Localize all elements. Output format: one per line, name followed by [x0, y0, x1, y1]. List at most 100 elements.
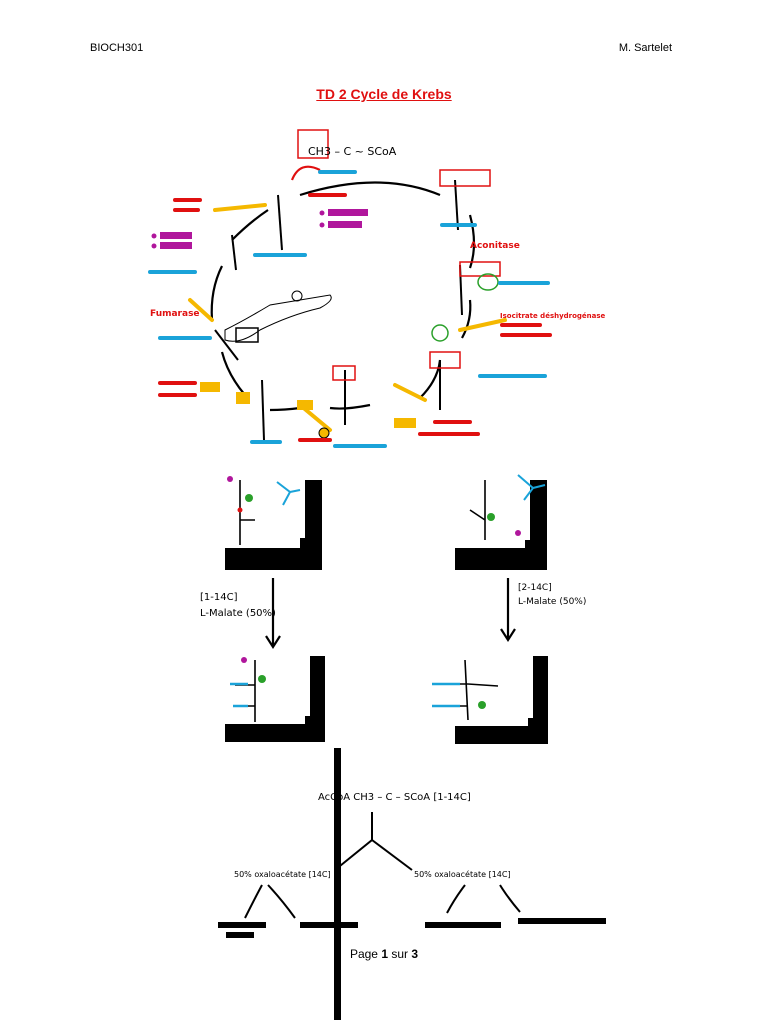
acetyl-box [297, 129, 329, 159]
footer-page-total: 3 [411, 947, 419, 961]
reaction-arrow [265, 578, 281, 650]
added-group-mark [432, 682, 460, 708]
stereo-panel-bottom-right [432, 656, 548, 744]
compound-skeleton [454, 179, 459, 231]
cycle-arrow [290, 165, 321, 181]
enzyme-fumarase: Fumarase [150, 309, 200, 319]
stereo-panel-bottom-left [225, 656, 325, 742]
enzyme-label-marks [158, 193, 552, 442]
header-course: BIOCH301 [90, 42, 144, 54]
branch-arrow [244, 884, 263, 919]
stereo-panel-top-left [225, 476, 322, 570]
scheme-leaf-labels [218, 918, 606, 938]
water-blue-mark [517, 474, 546, 501]
note-line [160, 232, 192, 239]
enzyme-pocket-shape [455, 656, 548, 744]
leaf-label [218, 922, 266, 928]
cycle-arrow [269, 406, 301, 412]
molecule-skeleton [235, 660, 256, 722]
compound-skeleton [231, 234, 237, 271]
cycle-arrow [220, 351, 246, 396]
scheme-left-branch: 50% oxaloacétate [14C] [234, 869, 331, 879]
branch-arrow [267, 884, 296, 919]
scheme-acetyl-coa: AcCoA CH3 – C – SCoA [1-14C] [318, 792, 471, 803]
cycle-arrow [210, 265, 223, 321]
branch-arrow [499, 884, 521, 913]
cofactor-box [200, 382, 220, 392]
left-reaction-label-1: [1-14C] [200, 592, 238, 603]
water-annotation [224, 294, 332, 342]
leaf-label [226, 932, 254, 938]
cofactor-box [297, 400, 313, 410]
cofactor-mark [188, 298, 214, 322]
scheme-arrows [244, 812, 521, 919]
highlight-box [429, 351, 461, 369]
atom-mark [258, 675, 266, 683]
acetyl-coa-label: CH3 – C ~ SCoA [308, 145, 397, 158]
atom-mark [487, 513, 495, 521]
side-notes [151, 209, 368, 249]
compound-name-marks [148, 170, 550, 448]
cofactor-mark [458, 318, 507, 332]
note-bullet [319, 222, 325, 228]
cofactor-mark [393, 383, 427, 402]
note-bullet [151, 233, 157, 239]
enzyme-aconitase: Aconitase [470, 241, 520, 251]
cofactor-dot [318, 427, 330, 439]
footer-page-number: 1 [381, 947, 388, 961]
cycle-arrow [329, 403, 371, 410]
reaction-arrow [500, 578, 516, 643]
right-reaction-label-2: L-Malate (50%) [518, 597, 586, 607]
cycle-highlights [235, 169, 501, 381]
atom-mark [245, 494, 253, 502]
header-author: M. Sartelet [618, 42, 672, 54]
note-line [328, 221, 362, 228]
compound-skeleton [214, 329, 239, 361]
leaf-label [425, 922, 501, 928]
branch-arrow [446, 884, 466, 914]
atom-mark [241, 657, 247, 663]
stereo-panel-top-right [455, 474, 547, 570]
added-group-mark [230, 682, 248, 708]
note-line [160, 242, 192, 249]
enzyme-pocket-shape [225, 656, 325, 742]
atom-mark [237, 507, 243, 513]
atom-mark [478, 701, 486, 709]
cofactor-box [394, 418, 416, 428]
molecule-skeleton [239, 480, 255, 545]
note-bullet [319, 210, 325, 216]
enzyme-isocitrate-dh: Isocitrate déshydrogénase [500, 312, 606, 320]
highlight-box [332, 365, 356, 381]
reaction-arrows [265, 578, 516, 650]
leaf-label [300, 922, 358, 928]
krebs-cycle-diagram [210, 165, 476, 412]
water-blue-mark [276, 481, 301, 506]
branch-line [371, 839, 413, 871]
atom-mark [515, 530, 521, 536]
highlight-circle [431, 324, 449, 342]
highlight-box [235, 327, 259, 343]
enzyme-pocket-shape [225, 480, 322, 570]
cofactor-mark [213, 203, 267, 212]
cycle-arrow [299, 181, 441, 197]
scheme-right-branch: 50% oxaloacétate [14C] [414, 869, 511, 879]
molecule-skeleton [450, 659, 499, 721]
page-title: TD 2 Cycle de Krebs [316, 86, 452, 102]
highlight-box [459, 261, 501, 277]
molecule-skeleton [469, 480, 486, 540]
footer-page-word: Page [349, 947, 378, 961]
note-line [328, 209, 368, 216]
footer-of-word: sur [391, 947, 409, 961]
left-reaction-label-2: L-Malate (50%) [200, 608, 276, 619]
cycle-arrow [231, 209, 269, 241]
highlight-circle [477, 273, 499, 291]
vertical-divider [334, 748, 341, 1020]
cofactor-box [236, 392, 250, 404]
enzyme-pocket-shape [455, 480, 547, 570]
water-oxygen-icon [291, 290, 303, 302]
note-bullet [151, 243, 157, 249]
cycle-color-marks [188, 203, 507, 439]
cycle-arrow [461, 299, 472, 339]
cycle-arrow [468, 214, 476, 269]
